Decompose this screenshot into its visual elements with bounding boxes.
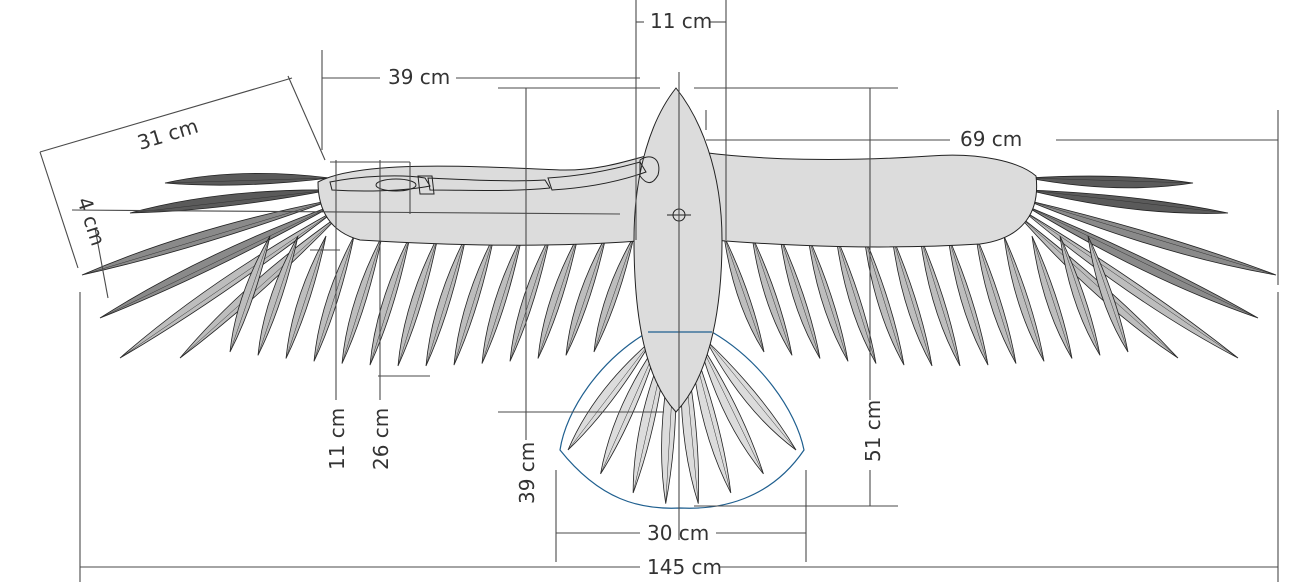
wing-skeleton [329,156,660,195]
label-secondary-depth: 26 cm [369,408,393,470]
label-tail-width: 30 cm [647,521,709,545]
feather-shaft [119,209,337,359]
feather-shaft [1087,235,1129,353]
feather-shaft [705,339,797,451]
feather-shaft [285,235,327,359]
wing-coverts-right [699,151,1038,248]
label-wingspan: 145 cm [647,555,722,579]
feather-shaft [229,235,271,353]
wing-coverts-left [317,151,661,246]
feather-shaft [1031,235,1073,359]
feather-shaft [425,235,467,366]
feather-shaft [313,235,355,362]
tail-outline [559,331,805,509]
feather-shaft [891,235,933,366]
feather-shaft [1021,209,1239,359]
feather-shaft [919,235,961,366]
feather-shaft [779,235,821,359]
feather-shaft [1017,214,1179,359]
label-wing-base: 39 cm [388,65,450,89]
feather-shaft [81,199,333,276]
feather-shaft [129,189,331,214]
feather-shaft [164,177,331,184]
feather-shaft [1059,235,1101,356]
primary-feather-left [164,173,331,186]
feather-shaft [99,204,335,319]
feather-shaft [1027,177,1194,184]
label-primary-offset: 4 cm [72,194,110,249]
feather-shaft [1027,189,1229,214]
feather-shaft [835,235,877,364]
left-wing-feathers [81,173,635,367]
label-half-span: 69 cm [960,127,1022,151]
feather-shaft [947,235,989,366]
feather-shaft [565,235,607,356]
label-arm-feather: 11 cm [325,408,349,470]
primary-feather-right [1027,175,1194,189]
dimension-lines [39,0,1279,582]
feather-shaft [179,214,341,359]
feather-shaft [369,235,411,366]
feather-shaft [1003,235,1045,362]
feather-shaft [1025,199,1277,276]
feather-shaft [481,235,523,364]
feather-shaft [723,235,765,353]
label-neck-width: 11 cm [650,9,712,33]
feather-shaft [397,235,439,366]
label-primary-length: 31 cm [134,114,201,155]
feather-shaft [863,235,905,366]
feather-shaft [453,235,495,366]
right-wing-feathers [723,175,1277,367]
feather-shaft [567,339,653,451]
feather-shaft [257,235,299,356]
feather-shaft [807,235,849,362]
feather-shaft [751,235,793,356]
tail-feathers [559,331,805,509]
feather-shaft [975,235,1017,364]
label-head-to-tail-base: 39 cm [515,442,539,504]
feather-shaft [698,339,764,474]
feather-shaft [1023,204,1259,319]
feather-shaft [341,235,383,364]
feather-shaft [509,235,551,362]
label-body-total-length: 51 cm [861,400,885,462]
feather-shaft [537,235,579,359]
feather-shaft [593,235,635,353]
bird-body [633,87,723,413]
